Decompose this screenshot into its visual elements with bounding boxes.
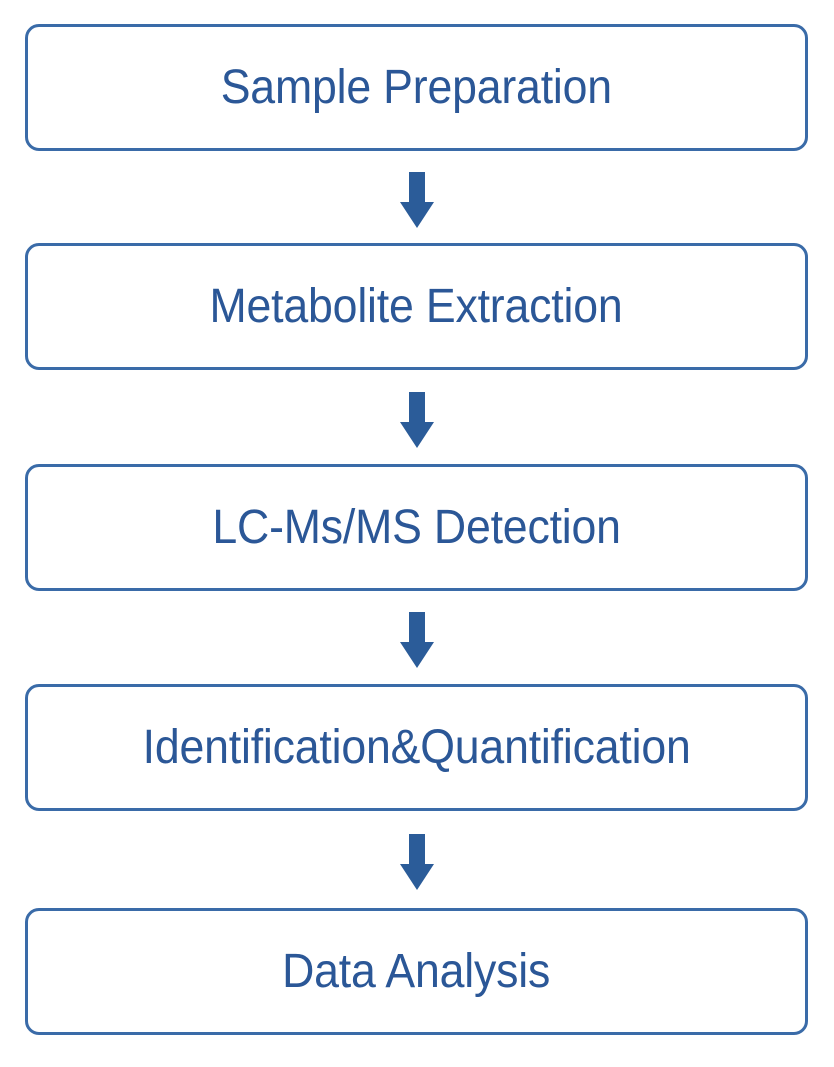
down-arrow-icon <box>400 392 434 448</box>
flow-node-sample-preparation[interactable]: Sample Preparation <box>25 24 808 151</box>
down-arrow-icon <box>400 612 434 668</box>
down-arrow-icon <box>400 172 434 228</box>
down-arrow-icon <box>400 834 434 890</box>
flow-node-label: Sample Preparation <box>220 60 613 114</box>
flow-node-lc-ms-ms-detection[interactable]: LC-Ms/MS Detection <box>25 464 808 591</box>
flow-node-data-analysis[interactable]: Data Analysis <box>25 908 808 1035</box>
flow-node-metabolite-extraction[interactable]: Metabolite Extraction <box>25 243 808 370</box>
flow-node-label: Data Analysis <box>282 944 551 998</box>
flow-node-label: Identification&Quantification <box>142 720 691 774</box>
flow-node-label: LC-Ms/MS Detection <box>212 500 621 554</box>
flow-node-label: Metabolite Extraction <box>210 279 623 333</box>
flow-node-identification-quantification[interactable]: Identification&Quantification <box>25 684 808 811</box>
